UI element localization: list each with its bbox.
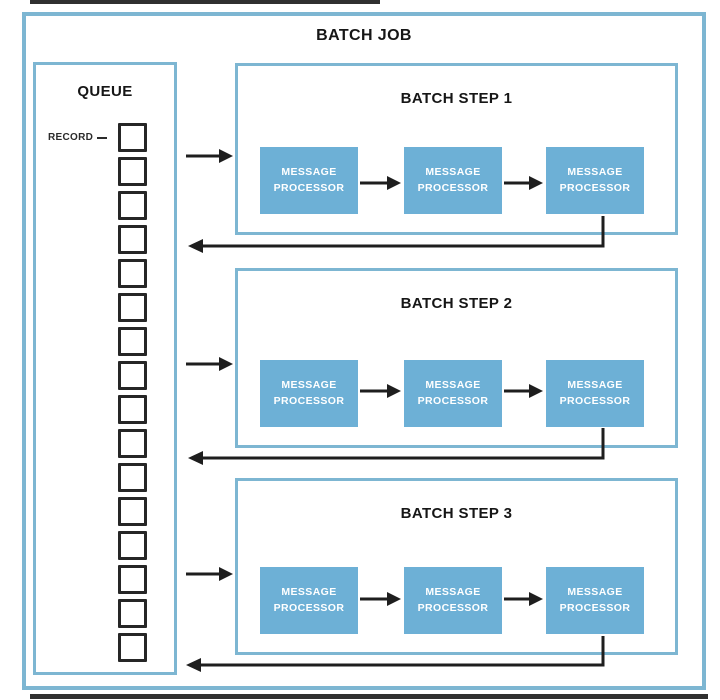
batch-step-1-title: BATCH STEP 1 (400, 90, 513, 107)
queue-record (118, 191, 147, 220)
message-processor: MESSAGE PROCESSOR (404, 567, 502, 634)
queue-record (118, 565, 147, 594)
message-processor-label: MESSAGE (425, 586, 481, 599)
message-processor-label: MESSAGE (281, 166, 337, 179)
message-processor-label: PROCESSOR (559, 394, 631, 407)
message-processor-label: PROCESSOR (559, 601, 631, 614)
queue-records (118, 123, 147, 662)
message-processor: MESSAGE PROCESSOR (546, 567, 644, 634)
message-processor: MESSAGE PROCESSOR (260, 360, 358, 427)
queue-record (118, 395, 147, 424)
message-processor-label: MESSAGE (281, 586, 337, 599)
batch-step-3-box: BATCH STEP 3 MESSAGE PROCESSOR MESSAGE P… (235, 478, 678, 655)
queue-box: QUEUE RECORD (33, 62, 177, 675)
batch-step-1-box: BATCH STEP 1 MESSAGE PROCESSOR MESSAGE P… (235, 63, 678, 235)
message-processor-label: MESSAGE (567, 166, 623, 179)
message-processor-label: PROCESSOR (417, 394, 489, 407)
message-processor-label: PROCESSOR (273, 601, 345, 614)
batch-step-2-title: BATCH STEP 2 (400, 295, 513, 312)
message-processor-label: MESSAGE (281, 379, 337, 392)
batch-step-2-box: BATCH STEP 2 MESSAGE PROCESSOR MESSAGE P… (235, 268, 678, 448)
queue-record (118, 633, 147, 662)
batch-job-title: BATCH JOB (316, 27, 412, 44)
queue-title: QUEUE (77, 83, 133, 100)
queue-record (118, 361, 147, 390)
record-label: RECORD (48, 132, 94, 143)
message-processor: MESSAGE PROCESSOR (404, 147, 502, 214)
message-processor: MESSAGE PROCESSOR (260, 147, 358, 214)
queue-record (118, 293, 147, 322)
queue-record (118, 225, 147, 254)
record-pointer-line (97, 136, 108, 139)
message-processor-label: MESSAGE (567, 586, 623, 599)
record-callout: RECORD (48, 123, 108, 152)
queue-record (118, 429, 147, 458)
batch-step-3-title: BATCH STEP 3 (400, 505, 513, 522)
queue-record (118, 327, 147, 356)
queue-record (118, 497, 147, 526)
message-processor: MESSAGE PROCESSOR (404, 360, 502, 427)
queue-record (118, 259, 147, 288)
queue-record (118, 531, 147, 560)
queue-record (118, 463, 147, 492)
message-processor: MESSAGE PROCESSOR (546, 360, 644, 427)
message-processor-label: MESSAGE (567, 379, 623, 392)
batch-job-container (22, 12, 706, 690)
message-processor-label: PROCESSOR (559, 181, 631, 194)
message-processor: MESSAGE PROCESSOR (260, 567, 358, 634)
message-processor-label: MESSAGE (425, 379, 481, 392)
message-processor-label: PROCESSOR (273, 394, 345, 407)
top-edge-artifact (30, 0, 380, 4)
message-processor: MESSAGE PROCESSOR (546, 147, 644, 214)
queue-record (118, 599, 147, 628)
message-processor-label: PROCESSOR (417, 601, 489, 614)
queue-record (118, 157, 147, 186)
bottom-edge-artifact (30, 694, 708, 699)
message-processor-label: PROCESSOR (417, 181, 489, 194)
message-processor-label: PROCESSOR (273, 181, 345, 194)
queue-record (118, 123, 147, 152)
message-processor-label: MESSAGE (425, 166, 481, 179)
